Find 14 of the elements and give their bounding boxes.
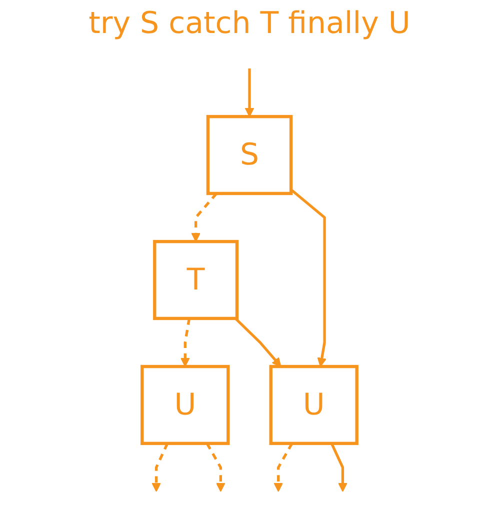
- arrow: [244, 68, 254, 117]
- arrow: [180, 318, 191, 367]
- arrow: [290, 188, 326, 367]
- arrow: [152, 442, 169, 492]
- node-box: T: [153, 240, 239, 320]
- arrow: [191, 192, 218, 242]
- arrow: [206, 442, 226, 492]
- arrow: [234, 318, 282, 367]
- node-box: S: [206, 114, 293, 196]
- arrow: [274, 442, 294, 492]
- title: try S catch T finally U: [88, 6, 412, 41]
- arrow: [330, 442, 348, 492]
- node-box: U: [140, 364, 230, 446]
- node-box: U: [269, 364, 358, 446]
